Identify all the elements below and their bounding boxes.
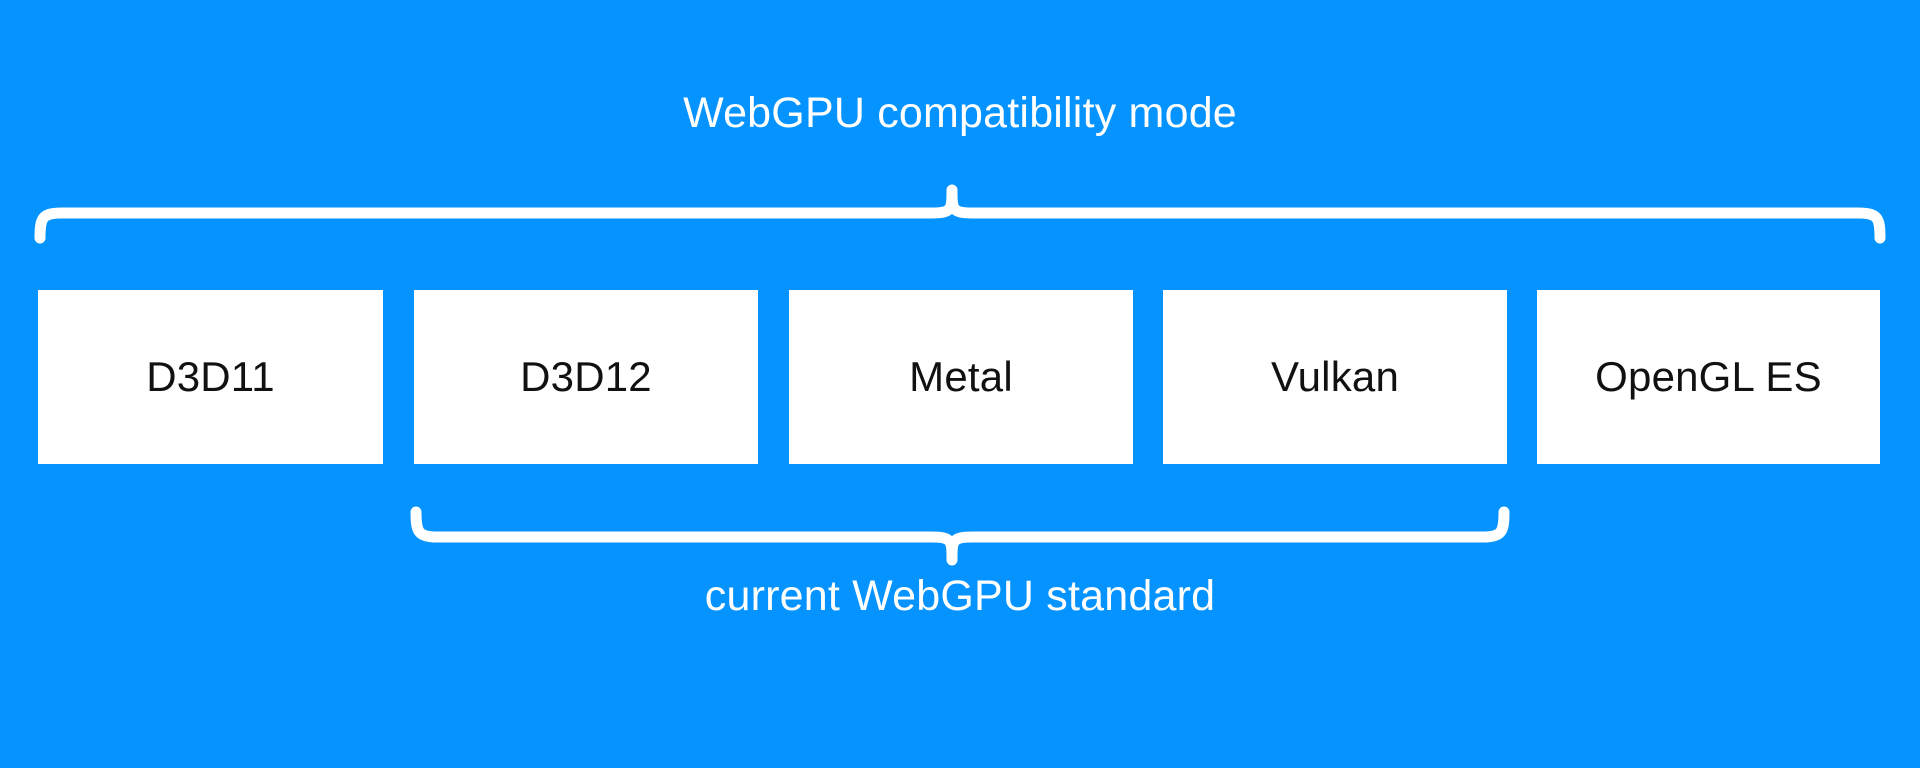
api-box-label: OpenGL ES: [1595, 353, 1822, 400]
api-box-label: D3D11: [146, 353, 275, 400]
bottom-brace-label: current WebGPU standard: [704, 572, 1216, 620]
api-box-metal[interactable]: Metal: [789, 290, 1133, 464]
api-box-d3d11[interactable]: D3D11: [38, 290, 383, 464]
api-boxes-row: D3D11 D3D12 Metal Vulkan OpenGL ES: [38, 290, 1880, 464]
api-box-d3d12[interactable]: D3D12: [414, 290, 758, 464]
bottom-curly-brace: [408, 506, 1512, 566]
api-box-vulkan[interactable]: Vulkan: [1163, 290, 1507, 464]
api-box-label: Vulkan: [1270, 353, 1400, 400]
top-curly-brace: [32, 184, 1888, 244]
api-box-opengl-es[interactable]: OpenGL ES: [1537, 290, 1880, 464]
top-brace-label: WebGPU compatibility mode: [683, 89, 1237, 137]
api-box-label: Metal: [909, 353, 1013, 400]
api-box-label: D3D12: [520, 353, 652, 400]
